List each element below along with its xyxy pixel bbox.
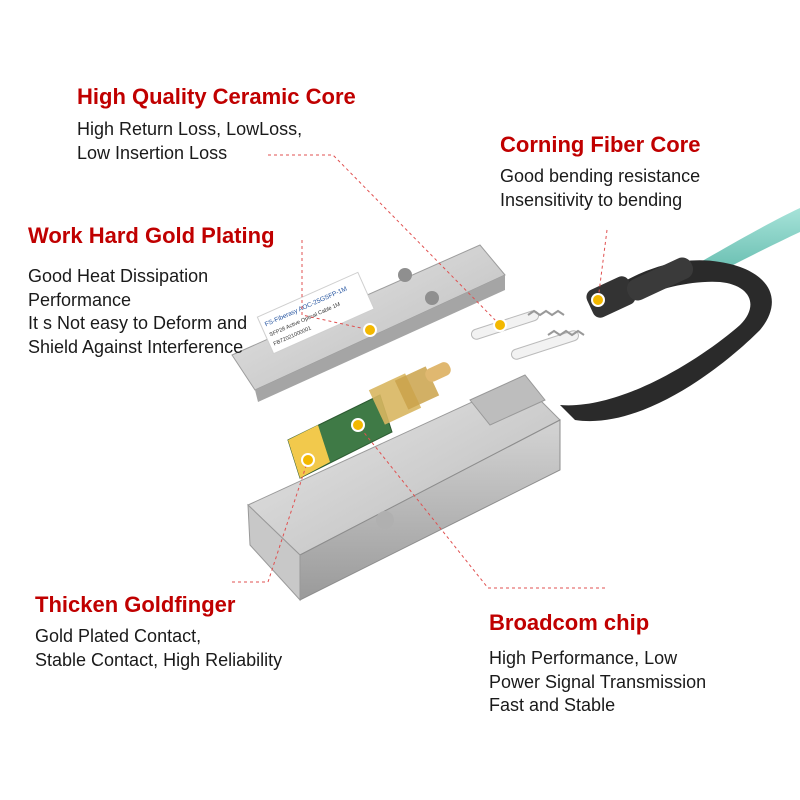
goldfinger-line-1: Gold Plated Contact, — [35, 626, 202, 646]
gold-plating-title: Work Hard Gold Plating — [28, 223, 275, 248]
leader-lines — [232, 154, 608, 589]
corning-fiber-desc: Good bending resistance Insensitivity to… — [500, 165, 700, 212]
gold-plating-line-1: Good Heat Dissipation — [28, 266, 209, 286]
broadcom-title: Broadcom chip — [489, 610, 650, 635]
goldfinger-title: Thicken Goldfinger — [35, 592, 236, 617]
leader-ceramic-core — [268, 154, 501, 326]
goldfinger-desc: Gold Plated Contact, Stable Contact, Hig… — [35, 625, 282, 672]
leader-gold-plating — [301, 240, 371, 331]
broadcom-line-2: Power Signal Transmission — [489, 671, 707, 692]
hotspot-ceramic-core — [493, 318, 507, 332]
gold-plating-desc: Good Heat Dissipation Performance It s N… — [28, 265, 247, 359]
gold-plating-line-3: It s Not easy to Deform and — [28, 313, 248, 333]
hotspot-broadcom — [351, 418, 365, 432]
goldfinger-line-2: Stable Contact, High Reliability — [35, 649, 283, 670]
bottom-metal-housing — [247, 374, 561, 602]
ferrule-assembly — [470, 309, 585, 360]
hotspots — [301, 293, 605, 467]
pull-tab — [560, 260, 772, 422]
broadcom-line-1: High Performance, Low — [489, 648, 678, 668]
cable-boot — [586, 276, 636, 318]
gold-plating-line-4: Shield Against Interference — [28, 336, 244, 357]
hotspot-corning-fiber — [591, 293, 605, 307]
corning-fiber-line-2: Insensitivity to bending — [500, 189, 683, 210]
ceramic-core-line-2: Low Insertion Loss — [77, 142, 228, 163]
broadcom-desc: High Performance, Low Power Signal Trans… — [489, 647, 706, 718]
ceramic-core-title: High Quality Ceramic Core — [77, 84, 356, 109]
leader-goldfinger — [232, 459, 309, 583]
top-metal-shell: FS-Fiberasy AOC-25GSFP-1M SFP28 Active O… — [231, 244, 506, 402]
corning-fiber-line-1: Good bending resistance — [500, 166, 701, 186]
hotspot-goldfinger — [301, 453, 315, 467]
hotspot-gold-plating — [363, 323, 377, 337]
leader-broadcom — [357, 424, 605, 589]
gold-plating-line-2: Performance — [28, 289, 132, 310]
corning-fiber-title: Corning Fiber Core — [500, 132, 701, 157]
broadcom-line-3: Fast and Stable — [489, 695, 616, 715]
ceramic-core-desc: High Return Loss, LowLoss, Low Insertion… — [77, 118, 302, 165]
ceramic-core-line-1: High Return Loss, LowLoss, — [77, 119, 303, 139]
